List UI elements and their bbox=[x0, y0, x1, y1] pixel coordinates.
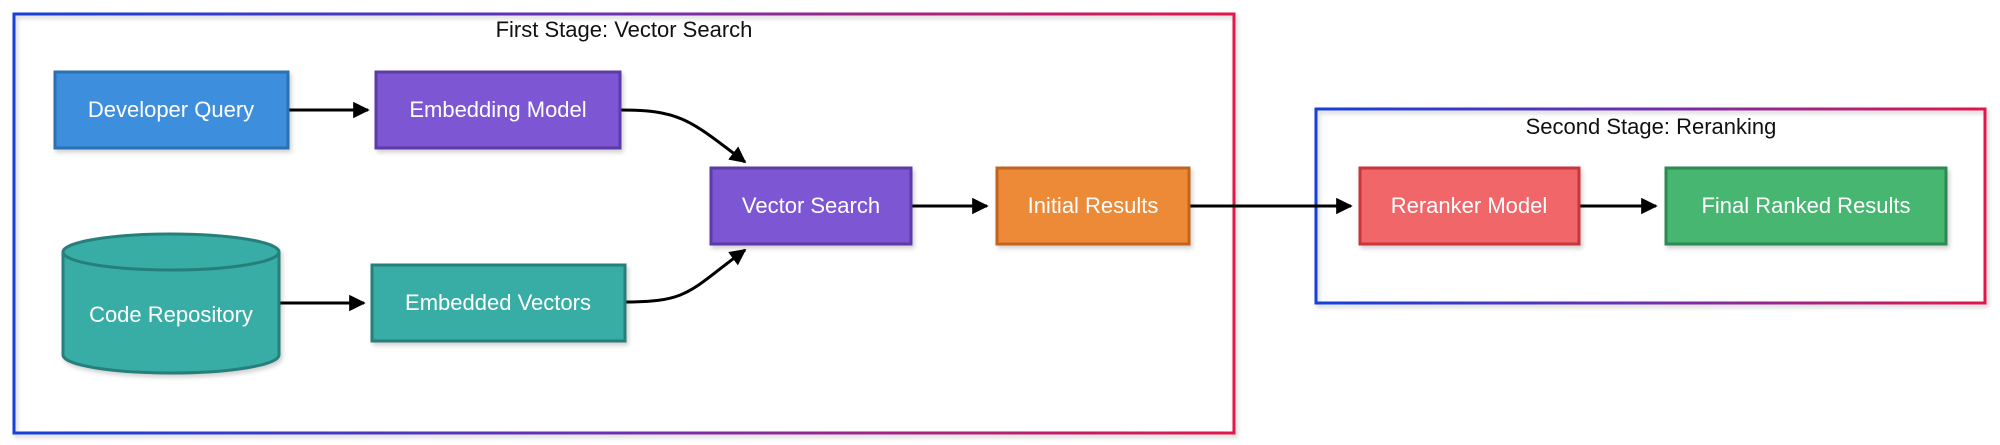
node-final-ranked-results: Final Ranked Results bbox=[1664, 166, 1948, 246]
node-embedded-vectors: Embedded Vectors bbox=[370, 263, 627, 343]
node-code-repository-label: Code Repository bbox=[89, 302, 253, 327]
group-first-stage-title: First Stage: Vector Search bbox=[496, 17, 753, 42]
group-second-stage-title: Second Stage: Reranking bbox=[1526, 114, 1777, 139]
node-reranker-model-label: Reranker Model bbox=[1391, 193, 1548, 218]
node-developer-query-label: Developer Query bbox=[88, 97, 254, 122]
edge-embedded-vectors-to-vector-search bbox=[625, 248, 747, 304]
edge-embedding-to-vector-search bbox=[620, 108, 747, 164]
node-embedded-vectors-label: Embedded Vectors bbox=[405, 290, 591, 315]
node-vector-search: Vector Search bbox=[709, 166, 913, 246]
node-embedding-model-label: Embedding Model bbox=[409, 97, 586, 122]
node-developer-query: Developer Query bbox=[53, 70, 290, 150]
node-reranker-model: Reranker Model bbox=[1358, 166, 1581, 246]
node-embedding-model: Embedding Model bbox=[374, 70, 622, 150]
node-code-repository: Code Repository bbox=[61, 232, 281, 375]
node-final-ranked-results-label: Final Ranked Results bbox=[1701, 193, 1910, 218]
node-vector-search-label: Vector Search bbox=[742, 193, 880, 218]
node-initial-results: Initial Results bbox=[995, 166, 1191, 246]
edges bbox=[280, 101, 1658, 312]
group-first-stage: First Stage: Vector Search bbox=[12, 12, 1236, 435]
node-initial-results-label: Initial Results bbox=[1028, 193, 1159, 218]
